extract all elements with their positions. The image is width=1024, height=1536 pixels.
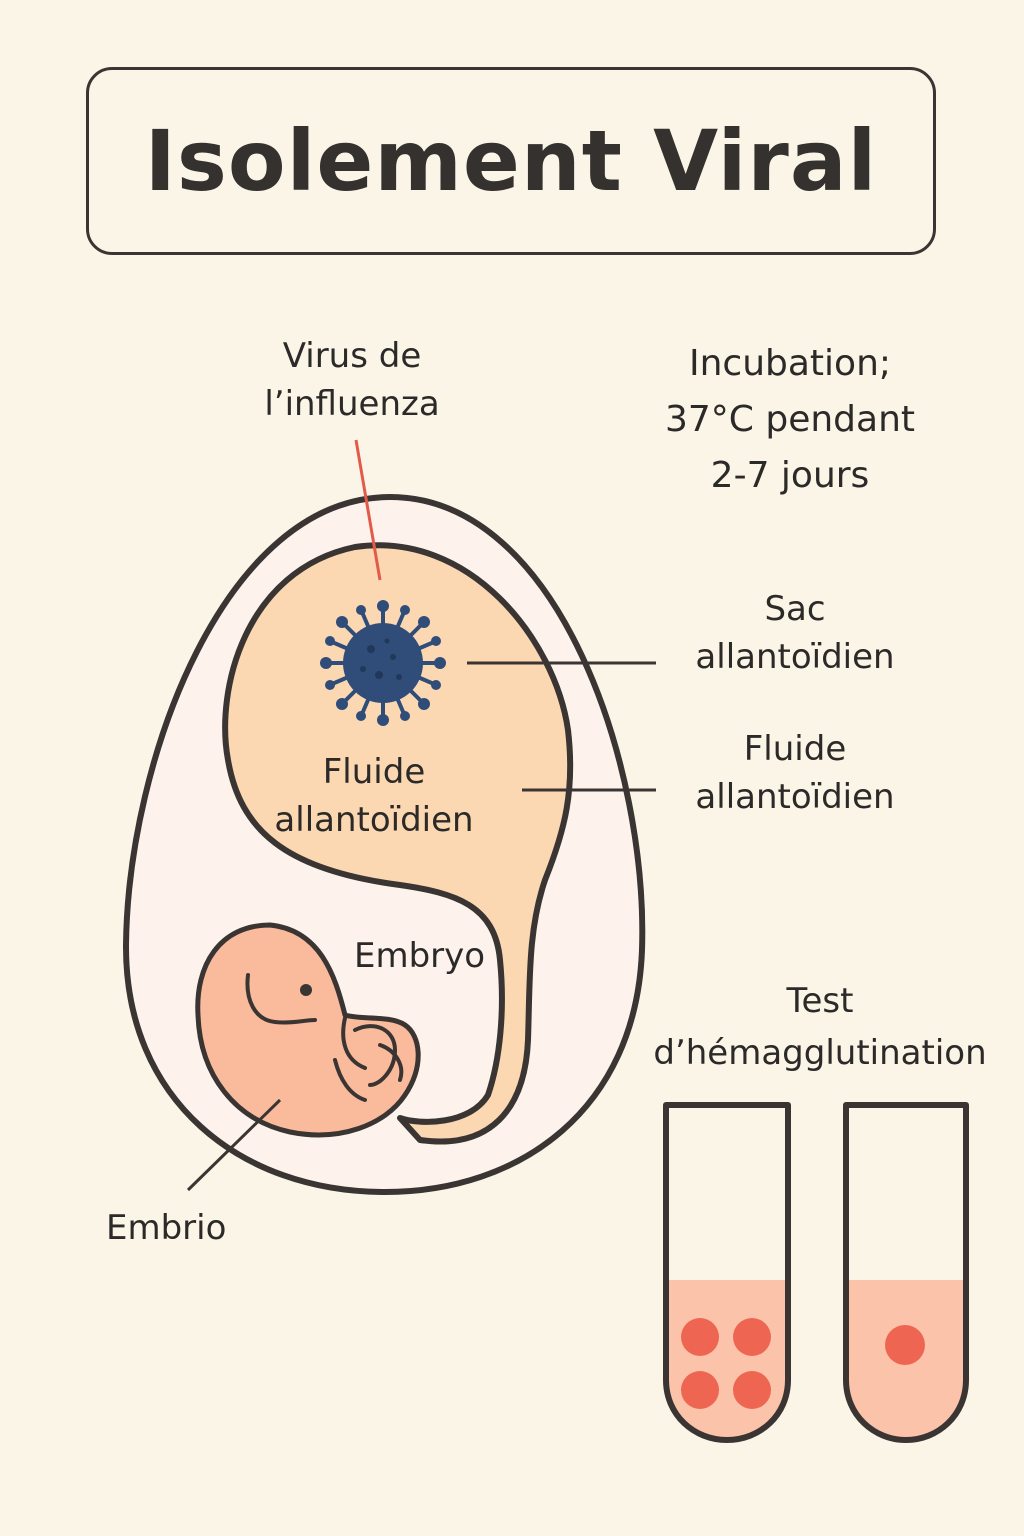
incubation-line1: Incubation;: [688, 343, 892, 384]
title-box: Isolement Viral: [86, 67, 936, 255]
fluide-right-line1: Fluide: [743, 729, 847, 769]
fluide-label-right: Fluide allantoïdien: [665, 725, 925, 821]
embryo-label-text: Embryo: [354, 936, 486, 976]
embrio-label: Embrio: [106, 1204, 226, 1252]
virus-label-line1: Virus de: [282, 336, 422, 376]
virus-label: Virus de l’influenza: [240, 332, 464, 428]
test-tube-left: [663, 1102, 791, 1443]
incubation-label: Incubation; 37°C pendant 2-7 jours: [645, 336, 935, 504]
virus-icon: [320, 600, 446, 726]
sac-label: Sac allantoïdien: [665, 585, 925, 681]
incubation-line3: 2-7 jours: [710, 455, 870, 496]
sac-label-line1: Sac: [764, 589, 826, 629]
page-title: Isolement Viral: [144, 112, 878, 210]
fluide-inside-line2: allantoïdien: [274, 800, 474, 840]
needle: [354, 439, 382, 581]
sac-label-line2: allantoïdien: [695, 637, 895, 677]
test-label-line1: Test: [786, 981, 854, 1021]
fluide-right-line2: allantoïdien: [695, 777, 895, 817]
embryo-label: Embryo: [354, 932, 485, 980]
embryo-illustration: [195, 922, 421, 1138]
fluide-inside-line1: Fluide: [322, 752, 426, 792]
allantoic-sac: [222, 542, 574, 1145]
leader-embrio: [186, 1098, 282, 1192]
fluide-label-inside: Fluide allantoïdien: [248, 748, 500, 844]
embrio-label-text: Embrio: [106, 1208, 227, 1248]
test-label: Test d’hémagglutination: [645, 975, 995, 1079]
virus-label-line2: l’influenza: [264, 384, 440, 424]
incubation-line2: 37°C pendant: [664, 399, 916, 440]
test-label-line2: d’hémagglutination: [653, 1033, 987, 1073]
test-tube-right: [843, 1102, 969, 1443]
